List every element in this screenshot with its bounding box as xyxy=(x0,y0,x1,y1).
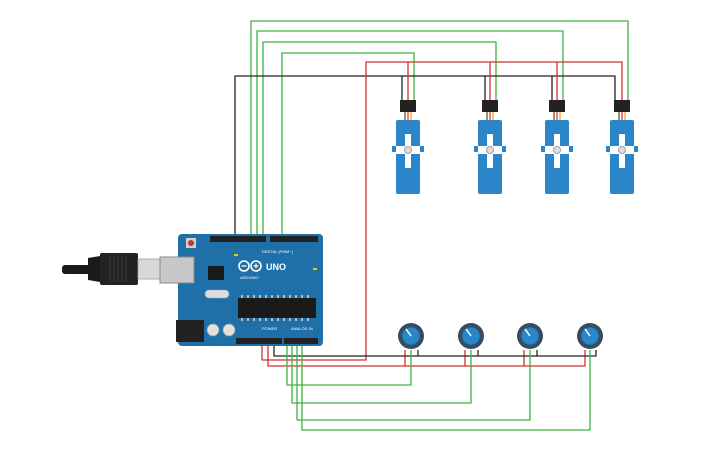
signal-wire-servo-2[interactable] xyxy=(262,41,497,238)
potentiometer-1[interactable] xyxy=(398,323,424,349)
usb-cable-wire xyxy=(62,265,92,274)
servo-connector xyxy=(400,100,416,112)
analog-label: ANALOG IN xyxy=(291,326,313,331)
digital-header-right[interactable] xyxy=(270,236,318,242)
reset-button-cap xyxy=(188,240,194,246)
usb-cable[interactable] xyxy=(62,253,161,285)
digital-label: DIGITAL (PWM~) xyxy=(262,249,294,254)
dc-power-jack[interactable] xyxy=(176,320,204,342)
signal-wire-servo-1[interactable] xyxy=(281,52,415,238)
analog-wire-pot-4[interactable] xyxy=(301,342,591,431)
ground-wire-pots[interactable] xyxy=(273,342,597,357)
analog-wire-pot-3[interactable] xyxy=(296,342,531,421)
pot-indicator xyxy=(524,328,531,337)
analog-header[interactable] xyxy=(284,338,318,344)
led-on xyxy=(313,268,317,270)
ground-wire-servos[interactable] xyxy=(234,75,616,238)
atmega-pins xyxy=(241,295,309,321)
usb-plug-housing xyxy=(100,253,138,285)
servo-connector xyxy=(482,100,498,112)
signal-wire-servo-4[interactable] xyxy=(250,20,629,238)
servo-shaft xyxy=(553,146,561,154)
led-l xyxy=(234,254,238,256)
capacitor-2 xyxy=(222,323,236,337)
usb-chip xyxy=(208,266,224,280)
pot-indicator xyxy=(465,328,472,337)
servo-connector xyxy=(549,100,565,112)
potentiometer-2[interactable] xyxy=(458,323,484,349)
crystal xyxy=(204,289,230,299)
servo-shaft xyxy=(618,146,626,154)
capacitor-1 xyxy=(206,323,220,337)
arduino-uno-board[interactable]: DIGITAL (PWM~) ARDUINO UNO POWER ANALOG … xyxy=(159,234,323,346)
usb-cable-strain-relief xyxy=(88,256,100,282)
signal-wire-servo-3[interactable] xyxy=(256,30,564,238)
servo-1[interactable] xyxy=(392,100,424,194)
power-wire-servos[interactable] xyxy=(261,61,623,361)
model-label: UNO xyxy=(266,262,286,272)
atmega-chip xyxy=(238,298,316,318)
servo-connector xyxy=(614,100,630,112)
analog-wire-pot-1[interactable] xyxy=(286,342,412,386)
servo-2[interactable] xyxy=(474,100,506,194)
potentiometer-4[interactable] xyxy=(577,323,603,349)
digital-header-left[interactable] xyxy=(210,236,266,242)
pot-indicator xyxy=(405,328,412,337)
servo-3[interactable] xyxy=(541,100,573,194)
servo-4[interactable] xyxy=(606,100,638,194)
arduino-logo xyxy=(238,260,262,272)
usb-b-port[interactable] xyxy=(159,256,195,284)
power-header[interactable] xyxy=(236,338,282,344)
brand-label: ARDUINO xyxy=(240,275,258,280)
servo-shaft xyxy=(486,146,494,154)
servo-shaft xyxy=(404,146,412,154)
wires xyxy=(234,20,629,431)
potentiometer-3[interactable] xyxy=(517,323,543,349)
power-label: POWER xyxy=(262,326,277,331)
pot-indicator xyxy=(584,328,591,337)
power-wire-pots[interactable] xyxy=(267,342,586,367)
usb-plug-grip xyxy=(109,256,127,282)
analog-wire-pot-2[interactable] xyxy=(291,342,472,404)
usb-plug-metal xyxy=(137,258,161,280)
